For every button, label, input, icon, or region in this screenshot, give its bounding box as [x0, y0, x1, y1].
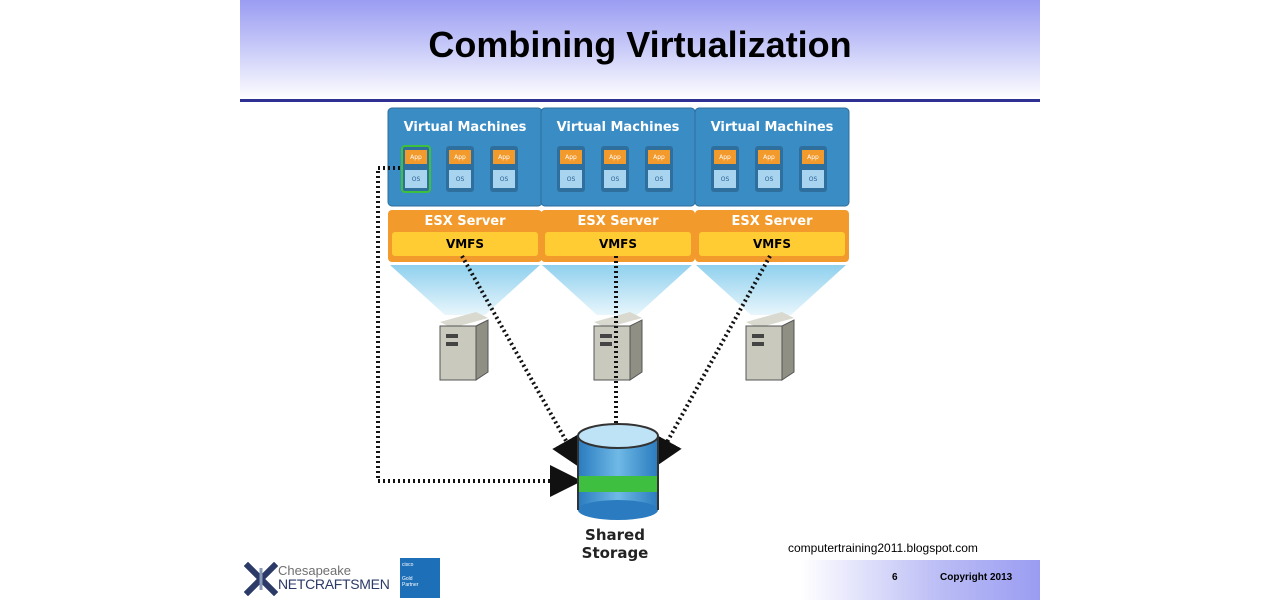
- vm-app-label: App: [653, 154, 665, 161]
- vm-app-label: App: [609, 154, 621, 161]
- vm-os-label: OS: [764, 176, 774, 183]
- page-number: 6: [892, 572, 898, 583]
- shared-storage-label: Shared Storage: [581, 526, 649, 562]
- virtualization-diagram: [376, 107, 850, 520]
- slide: Combining Virtualization: [240, 0, 1040, 600]
- vm-app-label: App: [454, 154, 466, 161]
- vm-panel-title: Virtual Machines: [403, 120, 527, 135]
- vm-app-label: App: [410, 154, 422, 161]
- vmfs-bar: [392, 232, 538, 256]
- cisco-badge-text: cisco Gold Partner: [402, 562, 438, 588]
- vm-app-label: App: [719, 154, 731, 161]
- title-band: [240, 0, 1040, 100]
- vm-os-label: OS: [455, 176, 465, 183]
- vm-app-label: App: [807, 154, 819, 161]
- vmfs-label: VMFS: [445, 237, 485, 251]
- esx-server-label: ESX Server: [577, 214, 659, 229]
- netcraftsmen-logo-icon: [244, 562, 278, 596]
- vmfs-label: VMFS: [752, 237, 792, 251]
- server-tower: [593, 312, 643, 381]
- vm-app-label: App: [498, 154, 510, 161]
- badge-line-2: Gold: [402, 576, 413, 582]
- esx-server-label: ESX Server: [424, 214, 506, 229]
- badge-line-3: Partner: [402, 582, 419, 588]
- vmfs-bar: [545, 232, 691, 256]
- vm-app-label: App: [565, 154, 577, 161]
- source-credit: computertraining2011.blogspot.com: [788, 541, 978, 555]
- vm-os-label: OS: [610, 176, 620, 183]
- badge-line-1: cisco: [402, 562, 414, 568]
- vm-app-label: App: [763, 154, 775, 161]
- projection-beam: [390, 265, 540, 315]
- vm-os-label: OS: [720, 176, 730, 183]
- vm-os-label: OS: [808, 176, 818, 183]
- connector-vm-direct: [376, 166, 582, 497]
- footer-band: [800, 560, 1040, 600]
- vm-3-3: [799, 146, 827, 192]
- title-divider: [240, 99, 1040, 102]
- logo-text-netcraftsmen: NETCRAFTSMEN: [278, 576, 390, 592]
- vm-os-label: OS: [499, 176, 509, 183]
- vm-2-1: [557, 146, 585, 192]
- projection-beam: [696, 265, 846, 315]
- logo-text-chesapeake: Chesapeake: [278, 563, 351, 578]
- esx-column-3: [694, 107, 850, 381]
- vmfs-label: VMFS: [598, 237, 638, 251]
- cisco-gold-partner-badge: [400, 558, 440, 598]
- vm-2-3: [645, 146, 673, 192]
- esx-server-label: ESX Server: [731, 214, 813, 229]
- server-tower: [745, 312, 795, 381]
- vm-os-label: OS: [654, 176, 664, 183]
- vm-1-1: [401, 145, 431, 193]
- esx-column-2: [540, 107, 696, 381]
- copyright-text: Copyright 2013: [940, 572, 1013, 583]
- projection-beam: [542, 265, 692, 315]
- vm-3-1: [711, 146, 739, 192]
- vm-os-label: OS: [411, 176, 421, 183]
- esx-column-1: [387, 107, 543, 381]
- vm-os-label: OS: [566, 176, 576, 183]
- vm-1-2: [446, 146, 474, 192]
- shared-storage-icon: [577, 423, 659, 520]
- vm-1-3: [490, 146, 518, 192]
- slide-title: Combining Virtualization: [428, 24, 852, 65]
- vm-2-2: [601, 146, 629, 192]
- server-tower: [439, 312, 489, 381]
- vm-3-2: [755, 146, 783, 192]
- vmfs-bar: [699, 232, 845, 256]
- vm-panel-title: Virtual Machines: [710, 120, 834, 135]
- connector-3: [652, 255, 772, 469]
- vm-panel-title: Virtual Machines: [556, 120, 680, 135]
